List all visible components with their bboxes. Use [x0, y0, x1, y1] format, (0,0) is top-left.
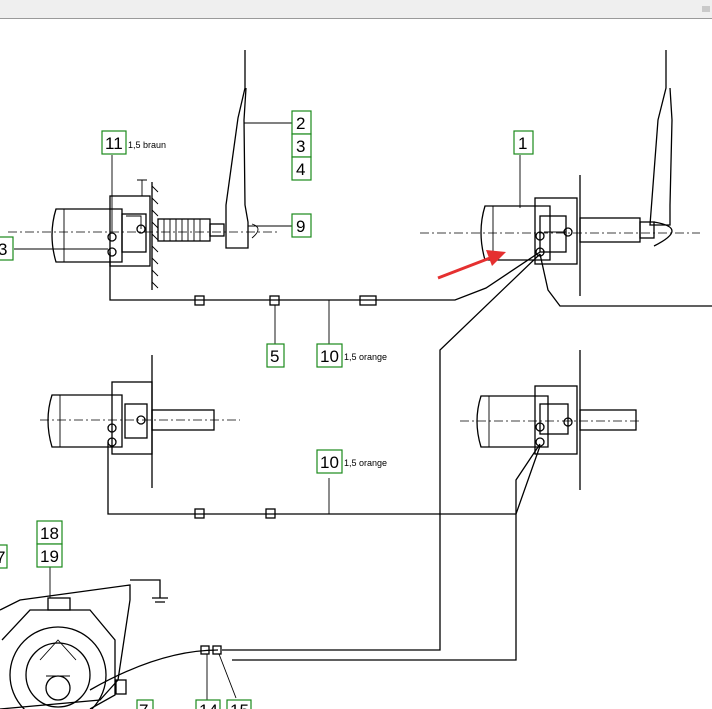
note-braun: 1,5 braun: [128, 140, 166, 150]
label-7-bottom: 7: [136, 699, 154, 709]
toolbar-handle[interactable]: [702, 6, 710, 12]
svg-text:14: 14: [199, 701, 218, 709]
label-15: 15: [226, 699, 252, 709]
label-14: 14: [195, 699, 221, 709]
generator-bottom-left: [0, 579, 168, 709]
label-10-middle: 10 1,5 orange: [316, 449, 387, 474]
svg-text:4: 4: [296, 160, 305, 179]
svg-text:19: 19: [40, 547, 59, 566]
label-7-left: 7: [0, 544, 8, 569]
svg-text:7: 7: [139, 701, 148, 709]
svg-text:3: 3: [296, 137, 305, 156]
leader-lines: [14, 122, 521, 250]
svg-text:3: 3: [0, 240, 7, 259]
label-3: 3: [291, 133, 312, 158]
red-arrow-icon: [437, 250, 506, 280]
svg-text:5: 5: [270, 347, 279, 366]
label-9: 9: [291, 213, 312, 238]
note-orange-top: 1,5 orange: [344, 352, 387, 362]
lamp-middle-left: [40, 355, 240, 488]
svg-text:9: 9: [296, 217, 305, 236]
svg-text:1: 1: [518, 134, 527, 153]
label-10-top: 10 1,5 orange: [316, 343, 387, 368]
label-3-left: 3: [0, 236, 14, 261]
label-5: 5: [266, 343, 285, 368]
lamp-top-left: [8, 50, 280, 290]
label-4: 4: [291, 156, 312, 181]
lamp-top-right: [420, 50, 700, 296]
svg-text:10: 10: [320, 347, 339, 366]
note-orange-middle: 1,5 orange: [344, 458, 387, 468]
label-19: 19: [36, 543, 63, 568]
lamp-middle-right: [460, 350, 640, 490]
label-18: 18: [36, 520, 63, 545]
label-1: 1: [513, 130, 534, 155]
label-11: 11 1,5 braun: [101, 130, 166, 155]
svg-text:11: 11: [105, 134, 123, 153]
top-toolbar-strip: [0, 0, 712, 19]
wiring: [49, 251, 712, 700]
svg-text:10: 10: [320, 453, 339, 472]
svg-text:2: 2: [296, 114, 305, 133]
svg-text:15: 15: [230, 701, 249, 709]
svg-text:18: 18: [40, 524, 59, 543]
svg-text:7: 7: [0, 548, 5, 567]
label-2: 2: [291, 110, 312, 135]
